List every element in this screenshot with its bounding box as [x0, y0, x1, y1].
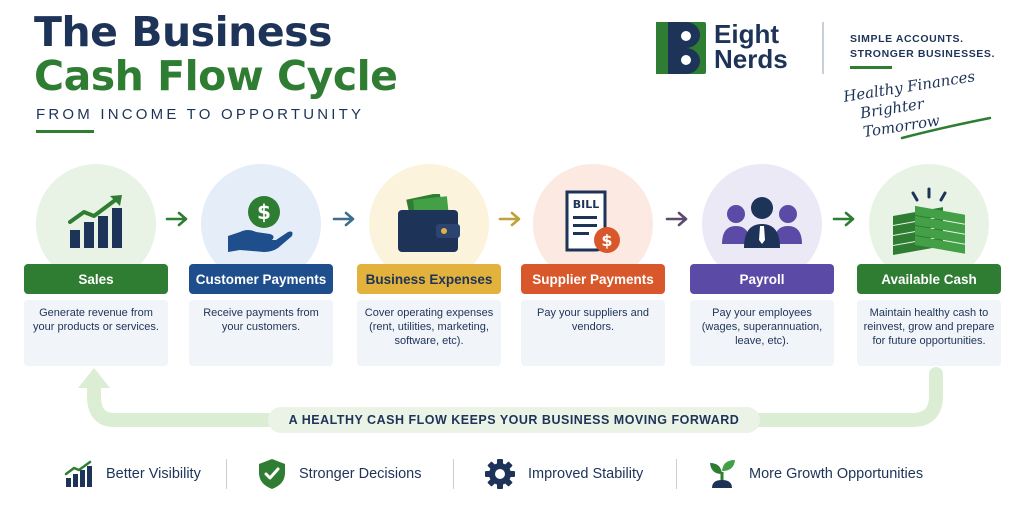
svg-text:$: $ — [601, 231, 612, 250]
step-label: Supplier Payments — [521, 264, 665, 294]
benefit-divider — [226, 459, 227, 489]
swash-underline-icon — [900, 116, 992, 140]
benefit-label: More Growth Opportunities — [749, 466, 924, 482]
tagline-line-1: SIMPLE ACCOUNTS. — [850, 33, 964, 45]
growth-chart-icon — [68, 195, 122, 248]
benefit-divider — [453, 459, 454, 489]
benefit-label: Better Visibility — [106, 466, 201, 482]
growth-chart-icon — [64, 460, 92, 487]
sprout-icon — [710, 460, 735, 488]
team-icon — [722, 197, 802, 248]
benefit-visibility: Better Visibility — [56, 460, 226, 488]
step-description: Receive payments from your customers. — [189, 300, 333, 366]
brand-divider — [822, 22, 824, 74]
brand-tagline: SIMPLE ACCOUNTS. STRONGER BUSINESSES. — [850, 32, 995, 62]
arrow-right-icon — [498, 211, 521, 227]
step-label: Sales — [24, 264, 168, 294]
benefit-growth: More Growth Opportunities — [677, 458, 923, 490]
step-description: Pay your suppliers and vendors. — [521, 300, 665, 366]
subtitle-underline — [36, 130, 94, 133]
bill-icon: BILL $ — [565, 190, 620, 253]
cycle-banner: A HEALTHY CASH FLOW KEEPS YOUR BUSINESS … — [268, 407, 760, 433]
wallet-icon — [398, 194, 460, 252]
benefit-divider — [676, 459, 677, 489]
step-label: Customer Payments — [189, 264, 333, 294]
svg-text:BILL: BILL — [573, 198, 600, 211]
gear-icon — [485, 459, 515, 489]
benefit-label: Improved Stability — [528, 466, 644, 482]
svg-text:$: $ — [257, 200, 271, 224]
arrow-right-icon — [665, 211, 688, 227]
title-line-2: Cash Flow Cycle — [34, 52, 398, 100]
step-description: Generate revenue from your products or s… — [24, 300, 168, 366]
title-line-1: The Business — [34, 8, 332, 56]
step-description: Cover operating expenses (rent, utilitie… — [357, 300, 501, 366]
subtitle: FROM INCOME TO OPPORTUNITY — [36, 106, 365, 123]
tagline-line-2: STRONGER BUSINESSES. — [850, 48, 996, 60]
step-label: Payroll — [690, 264, 834, 294]
brand-name-line-1: Eight — [714, 19, 779, 49]
benefits-bar: Better Visibility Stronger Decisions Imp… — [56, 455, 968, 493]
benefit-decisions: Stronger Decisions — [227, 458, 453, 490]
eight-nerds-logo-icon — [656, 22, 706, 74]
shield-check-icon — [259, 459, 285, 489]
arrow-right-icon — [832, 211, 855, 227]
hand-coin-icon: $ — [228, 196, 293, 252]
brand-name-line-2: Nerds — [714, 44, 788, 74]
tagline-underline — [850, 66, 892, 69]
arrow-right-icon — [165, 211, 188, 227]
cash-stack-icon — [893, 187, 965, 255]
step-description: Pay your employees (wages, superannuatio… — [690, 300, 834, 366]
page-title: The Business Cash Flow Cycle — [34, 8, 398, 100]
step-label: Business Expenses — [357, 264, 501, 294]
brand-name: Eight Nerds — [714, 19, 788, 74]
benefit-label: Stronger Decisions — [299, 466, 422, 482]
step-label: Available Cash — [857, 264, 1001, 294]
arrow-right-icon — [332, 211, 355, 227]
benefit-stability: Improved Stability — [454, 458, 676, 490]
step-description: Maintain healthy cash to reinvest, grow … — [857, 300, 1001, 366]
